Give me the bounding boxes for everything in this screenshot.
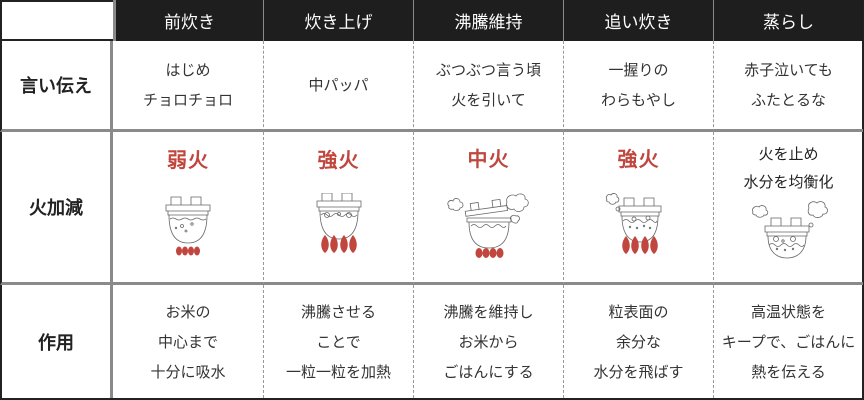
header-stage-5: 蒸らし [713,0,863,41]
saying-cell-1: はじめ チョロチョロ [113,41,263,132]
heat-level: 強火 [317,148,360,172]
effect-cell-3: 沸騰を維持し お米から ごはんにする [413,285,563,398]
saying-cell-4: 一握りの わらもやし [563,41,713,132]
saying-line: 中パッパ [308,76,369,94]
effect-cell-2: 沸騰させる ことで 一粒一粒を加熱 [263,285,413,398]
saying-cell-2: 中パッパ [263,41,413,132]
heat-note-line: 火を止め [758,145,819,163]
heat-note-line: 水分を均衡化 [743,173,834,191]
effect-line: 粒表面の [608,302,669,321]
heat-level: 強火 [617,147,660,171]
effect-line: 中心まで [157,332,218,351]
effect-line: 水分を飛ばす [593,362,684,381]
saying-line: 赤子泣いても [744,61,833,79]
pot-low-flame-icon [165,196,211,256]
heat-cell-2: 強火 [263,132,413,285]
saying-line: チョロチョロ [142,91,233,109]
pot-high-flame-light-steam-icon [605,193,661,254]
heat-level: 弱火 [167,148,209,172]
effect-line: 余分な [615,332,661,351]
pot-medium-flame-steam-icon [446,193,529,258]
effect-line: お米から [458,332,519,351]
saying-line: ふたとるな [750,91,826,109]
row-label-effect: 作用 [0,285,113,398]
effect-cell-5: 高温状態を キープで、ごはんに 熱を伝える [713,285,863,398]
row-label-heat: 火加減 [0,132,113,285]
heat-note: 火を止め 水分を均衡化 [743,140,833,196]
effect-line: 一粒一粒を加熱 [285,362,391,381]
header-corner [0,0,113,41]
heat-cell-4: 強火 [563,132,713,285]
header-stage-2: 炊き上げ [263,0,413,41]
pot-high-flame-icon [316,193,361,253]
effect-line: お米の [165,302,211,321]
saying-line: 火を引いて [451,91,526,109]
pot-steaming-off-icon [751,201,828,259]
row-label-saying: 言い伝え [0,41,113,132]
effect-cell-4: 粒表面の 余分な 水分を飛ばす [563,285,713,398]
heat-cell-5: 火を止め 水分を均衡化 [713,132,863,285]
header-stage-3: 沸騰維持 [413,0,563,41]
saying-line: 一握りの [608,61,669,79]
saying-cell-5: 赤子泣いても ふたとるな [713,41,863,132]
effect-line: ごはんにする [443,362,534,381]
saying-line: はじめ [165,61,211,79]
heat-cell-1: 弱火 [113,132,263,285]
effect-line: キープで、ごはんに [721,332,856,351]
effect-line: 熱を伝える [751,362,826,381]
saying-line: ぶつぶつ言う頃 [435,61,541,79]
heat-cell-3: 中火 [413,132,563,285]
saying-line: わらもやし [600,91,676,109]
saying-cell-3: ぶつぶつ言う頃 火を引いて [413,41,563,132]
header-stage-1: 前炊き [113,0,263,41]
heat-level: 中火 [467,147,510,171]
effect-line: 沸騰を維持し [443,302,534,321]
effect-line: ことで [316,332,361,351]
header-stage-4: 追い炊き [563,0,713,41]
effect-line: 沸騰させる [300,302,376,321]
effect-line: 高温状態を [750,302,826,321]
effect-line: 十分に吸水 [150,362,226,381]
effect-cell-1: お米の 中心まで 十分に吸水 [113,285,263,398]
